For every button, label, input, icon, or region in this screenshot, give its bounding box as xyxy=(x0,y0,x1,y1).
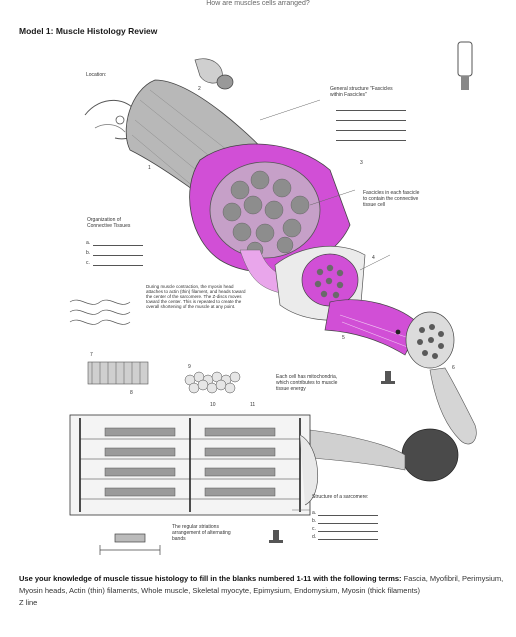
filament-sketch xyxy=(70,300,130,324)
sarcomere-item-b: b. xyxy=(312,518,316,524)
contraction-description: During muscle contraction, the myosin he… xyxy=(146,284,246,309)
organization-item-a: a. xyxy=(86,240,90,246)
blank-number: 11 xyxy=(250,402,255,408)
sarcomere-blank-b[interactable] xyxy=(318,523,378,524)
blank-number: 8 xyxy=(130,390,133,396)
muscle-fiber-shape xyxy=(325,300,454,368)
blank-number: 2 xyxy=(198,86,201,92)
organization-blank-b[interactable] xyxy=(93,255,143,256)
page-header: How are muscles cells arranged? xyxy=(0,0,516,8)
instructions-tail: Z line xyxy=(19,598,37,607)
mitochondria-description: Each cell has mitochondria, which contri… xyxy=(276,374,341,392)
blank-number: 6 xyxy=(452,365,455,371)
sarcomere-item-c: c. xyxy=(312,526,316,532)
structure-blank-3[interactable] xyxy=(336,130,406,131)
blank-number: 5 xyxy=(342,335,345,341)
organization-blank-a[interactable] xyxy=(93,245,143,246)
blank-number: 9 xyxy=(188,364,191,370)
model-title: Model 1: Muscle Histology Review xyxy=(19,26,157,36)
organization-item-b: b. xyxy=(86,250,90,256)
sarcomere-blank-c[interactable] xyxy=(318,531,378,532)
organization-item-c: c. xyxy=(86,260,90,266)
sarcomere-blank-d[interactable] xyxy=(318,539,378,540)
blank-number: 3 xyxy=(360,160,363,166)
blank-number: 10 xyxy=(210,402,216,408)
muscle-histology-figure: Location: General structure "Fascicles w… xyxy=(60,40,500,565)
test-tube-icon xyxy=(458,42,472,90)
location-label: Location: xyxy=(86,72,106,78)
actin-beads xyxy=(185,372,240,393)
organization-label: Organization of Connective Tissues xyxy=(87,217,147,229)
instructions-lead: Use your knowledge of muscle tissue hist… xyxy=(19,574,402,583)
bottom-description: The regular striations arrangement of al… xyxy=(172,524,240,542)
sarcomere-label: Structure of a sarcomere: xyxy=(312,494,368,500)
structure-blank-4[interactable] xyxy=(336,140,406,141)
sarcomere-blank-a[interactable] xyxy=(318,515,378,516)
fascicle-description: Fascicles in each fascicle to contain th… xyxy=(363,190,423,208)
blank-number: 7 xyxy=(90,352,93,358)
sarcomere-diagram xyxy=(70,415,318,515)
structure-blank-1[interactable] xyxy=(336,110,406,111)
sarcomere-item-d: d. xyxy=(312,534,316,540)
blank-number: 4 xyxy=(372,255,375,261)
structure-blank-2[interactable] xyxy=(336,120,406,121)
striation-sketch xyxy=(100,534,160,555)
general-structure-label: General structure "Fascicles within Fasc… xyxy=(330,86,400,98)
instructions: Use your knowledge of muscle tissue hist… xyxy=(19,573,507,609)
muscle-diagram xyxy=(60,40,500,565)
sarcomere-item-a: a. xyxy=(312,510,316,516)
myosin-sketch xyxy=(88,362,148,384)
blank-number: 1 xyxy=(148,165,151,171)
organization-blank-c[interactable] xyxy=(93,265,143,266)
